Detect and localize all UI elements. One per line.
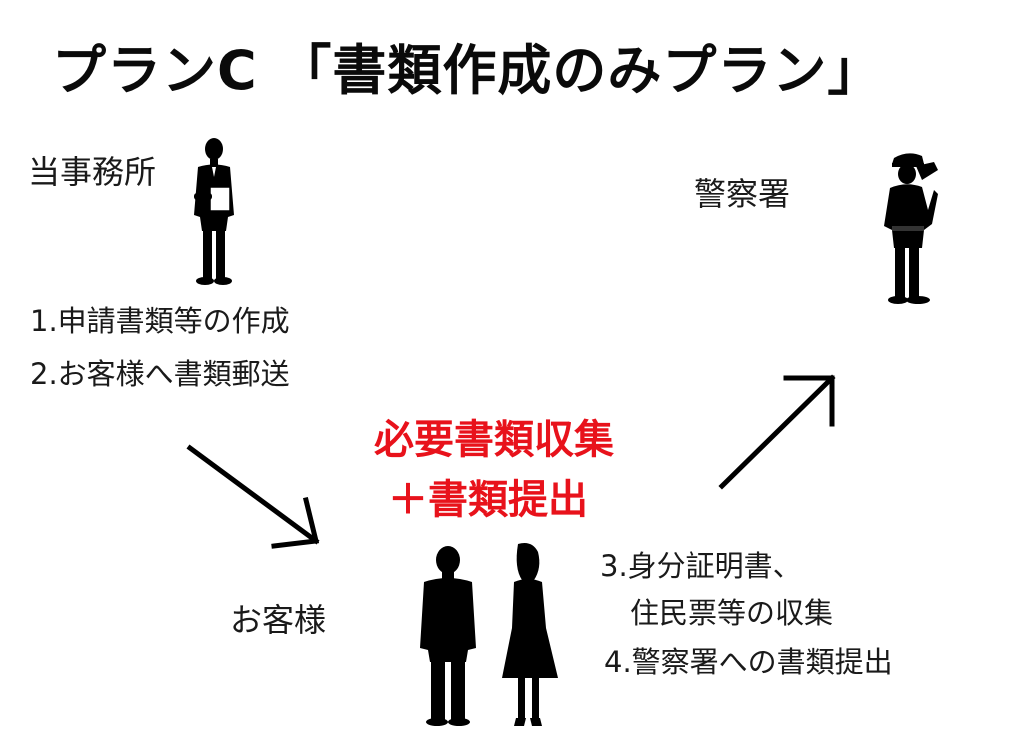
office-step-2: 2.お客様へ書類郵送 xyxy=(30,357,290,391)
arrow-client-to-police xyxy=(718,374,836,490)
businessman-silhouette-icon xyxy=(194,138,234,285)
client-step-3: 3.身分証明書、 xyxy=(600,549,802,583)
office-label: 当事務所 xyxy=(28,153,157,191)
center-note-line-2: ＋書類提出 xyxy=(388,477,588,523)
center-note-line-1: 必要書類収集 xyxy=(374,417,614,463)
police-label: 警察署 xyxy=(694,175,791,213)
arrow-office-to-client xyxy=(186,444,320,549)
page-title: プランC 「書類作成のみプラン」 xyxy=(52,39,883,102)
client-step-3-continued: 住民票等の収集 xyxy=(630,596,834,630)
couple-silhouette-icon xyxy=(420,543,558,726)
client-label: お客様 xyxy=(230,601,327,639)
client-step-4: 4.警察署への書類提出 xyxy=(604,645,893,679)
office-step-1: 1.申請書類等の作成 xyxy=(30,304,290,338)
police-officer-saluting-icon xyxy=(884,153,938,304)
